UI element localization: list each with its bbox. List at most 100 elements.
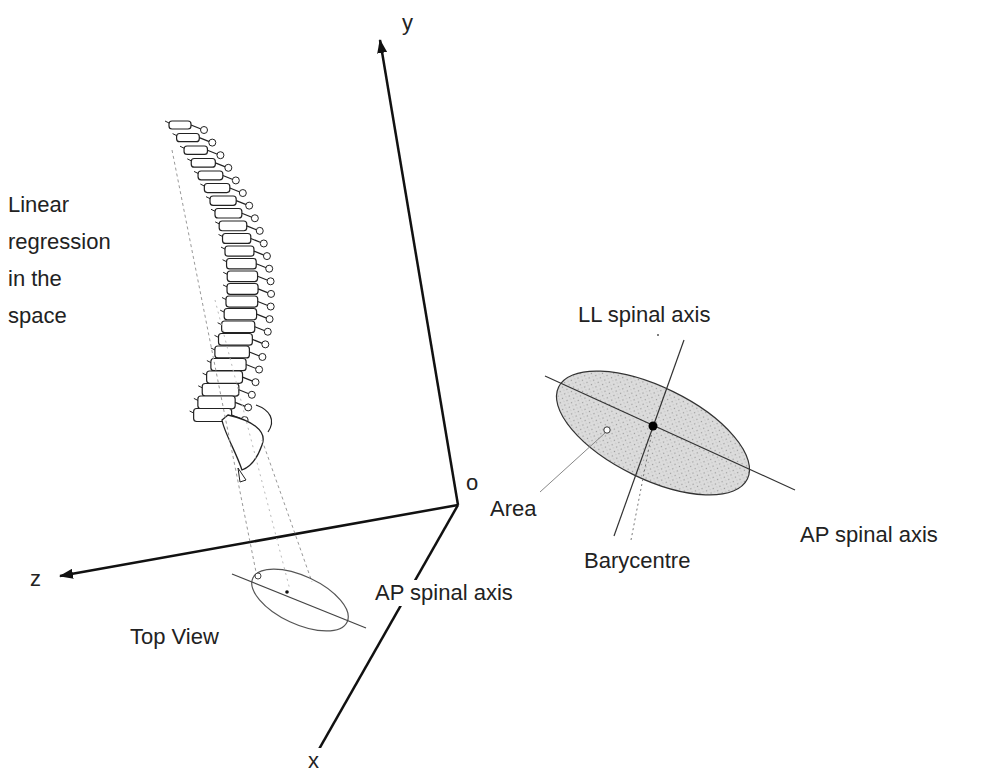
vertebra-stroke bbox=[223, 272, 227, 274]
vertebra-stroke bbox=[198, 396, 235, 409]
vertebra-stroke bbox=[224, 309, 256, 320]
vertebra-stroke bbox=[246, 202, 253, 209]
vertebra-stroke bbox=[215, 222, 219, 224]
vertebra-stroke bbox=[207, 371, 243, 383]
vertebra-stroke bbox=[203, 373, 207, 375]
vertebra-stroke bbox=[204, 184, 229, 193]
ll-axis-line bbox=[614, 340, 684, 536]
vertebra-stroke bbox=[194, 171, 198, 173]
vertebra-stroke bbox=[219, 221, 247, 231]
vertebra-stroke bbox=[238, 468, 246, 482]
vertebra-stroke bbox=[191, 125, 201, 129]
vertebra-stroke bbox=[165, 121, 169, 123]
vertebra-stroke bbox=[177, 134, 200, 142]
projection-line bbox=[172, 150, 256, 572]
vertebra-stroke bbox=[235, 402, 245, 406]
vertebra-stroke bbox=[184, 146, 207, 154]
vertebra-stroke bbox=[267, 278, 274, 285]
vertebra-stroke bbox=[210, 196, 236, 205]
top-view-point bbox=[255, 573, 261, 579]
vertebra-stroke bbox=[222, 321, 255, 332]
vertebra-stroke bbox=[247, 226, 257, 230]
vertebra-stroke bbox=[263, 253, 270, 260]
vertebra-stroke bbox=[211, 348, 215, 350]
vertebra-stroke bbox=[199, 138, 209, 142]
axis-label: o bbox=[464, 470, 480, 496]
vertebra-stroke bbox=[223, 234, 251, 244]
vertebra-stroke bbox=[215, 346, 250, 358]
vertebra-stroke bbox=[252, 379, 259, 386]
vertebra-stroke bbox=[227, 284, 258, 295]
vertebra-stroke bbox=[266, 316, 273, 323]
vertebra-stroke bbox=[222, 298, 226, 300]
vertebra-stroke bbox=[256, 227, 263, 234]
vertebra-stroke bbox=[249, 352, 259, 356]
z-axis bbox=[60, 505, 458, 576]
vertebra-stroke bbox=[239, 190, 246, 197]
vertebra-stroke bbox=[215, 209, 242, 219]
axis-label: Top View bbox=[128, 624, 221, 650]
vertebra-stroke bbox=[268, 290, 275, 297]
y-axis bbox=[380, 40, 458, 505]
vertebra-stroke bbox=[201, 127, 208, 134]
vertebra-stroke bbox=[260, 240, 267, 247]
vertebra-stroke bbox=[223, 285, 227, 287]
vertebra-stroke bbox=[232, 177, 239, 184]
vertebra-stroke bbox=[217, 152, 224, 159]
ll-dot bbox=[657, 334, 659, 336]
vertebra-stroke bbox=[243, 377, 253, 381]
vertebra-stroke bbox=[221, 247, 225, 249]
vertebra-stroke bbox=[227, 259, 257, 269]
vertebra-stroke bbox=[227, 271, 257, 282]
vertebra-stroke bbox=[267, 303, 274, 310]
vertebra-stroke bbox=[242, 213, 252, 217]
area-ellipse bbox=[538, 346, 767, 521]
vertebra-stroke bbox=[220, 310, 224, 312]
top-view-barycentre bbox=[285, 590, 289, 594]
vertebra-stroke bbox=[266, 265, 273, 272]
vertebra-stroke bbox=[256, 366, 263, 373]
area-point bbox=[604, 427, 610, 433]
vertebra-stroke bbox=[222, 415, 263, 470]
axis-label: LL spinal axis bbox=[576, 302, 712, 328]
vertebra-stroke bbox=[211, 359, 246, 371]
vertebra-stroke bbox=[194, 398, 198, 400]
vertebra-stroke bbox=[187, 159, 191, 161]
x-axis bbox=[310, 505, 458, 765]
vertebra-stroke bbox=[264, 328, 271, 335]
axis-label: z bbox=[28, 566, 43, 592]
spine-illustration bbox=[165, 121, 275, 482]
vertebra-stroke bbox=[262, 341, 269, 348]
vertebra-stroke bbox=[215, 163, 225, 167]
vertebra-stroke bbox=[258, 276, 268, 280]
vertebra-stroke bbox=[198, 386, 202, 388]
vertebra-stroke bbox=[191, 159, 215, 168]
vertebra-stroke bbox=[257, 314, 267, 318]
vertebra-stroke bbox=[258, 302, 268, 306]
vertebra-stroke bbox=[207, 150, 217, 154]
axis-label: AP spinal axis bbox=[798, 522, 940, 548]
vertebra-stroke bbox=[209, 139, 216, 146]
vertebra-stroke bbox=[207, 361, 211, 363]
vertebra-stroke bbox=[259, 353, 266, 360]
vertebra-stroke bbox=[248, 391, 255, 398]
vertebra-stroke bbox=[226, 296, 258, 307]
axis-label: x bbox=[306, 748, 321, 774]
vertebra-stroke bbox=[223, 260, 227, 262]
vertebra-stroke bbox=[190, 411, 194, 413]
vertebra-stroke bbox=[219, 334, 253, 346]
axis-label: AP spinal axis bbox=[373, 580, 515, 606]
area-leader bbox=[540, 433, 605, 492]
vertebra-stroke bbox=[239, 390, 249, 394]
vertebra-stroke bbox=[256, 405, 272, 432]
vertebra-stroke bbox=[254, 251, 264, 255]
vertebra-stroke bbox=[215, 335, 219, 337]
vertebra-stroke bbox=[200, 184, 204, 186]
vertebra-stroke bbox=[245, 404, 252, 411]
vertebra-stroke bbox=[255, 327, 265, 331]
barycentre-dot bbox=[649, 422, 658, 431]
barycentre-leader bbox=[631, 432, 652, 540]
vertebra-stroke bbox=[219, 234, 223, 236]
